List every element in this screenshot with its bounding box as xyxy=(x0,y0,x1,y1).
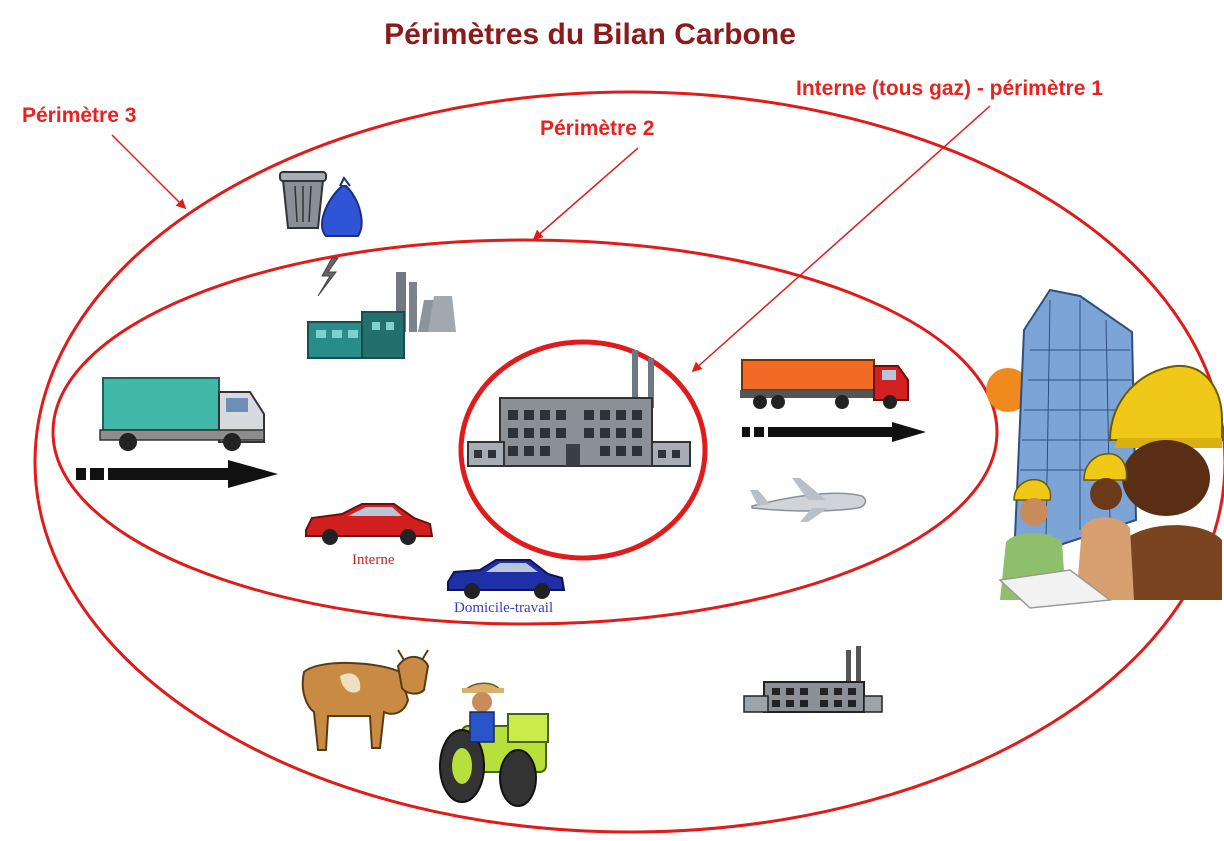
perimeter-2-ellipse xyxy=(51,238,999,626)
perimeter-2-leader-line xyxy=(532,147,639,240)
power-plant-icon xyxy=(307,272,456,359)
perimeter-1-label: Interne (tous gaz) - périmètre 1 xyxy=(796,77,1103,100)
airplane-icon xyxy=(750,478,867,522)
blue-car-caption: Domicile-travail xyxy=(454,600,553,616)
trash-bin-icon xyxy=(279,171,327,229)
perimeter-1-leader-line xyxy=(691,105,991,372)
workers-icon xyxy=(998,364,1223,609)
perimeter-1-ellipse xyxy=(458,339,708,561)
garbage-bag-icon xyxy=(321,176,363,237)
arrow-icon xyxy=(76,460,278,488)
perimeter-3-leader-line xyxy=(111,134,187,210)
small-factory-icon xyxy=(743,646,883,713)
blue-car-icon xyxy=(447,559,566,599)
arrow-icon xyxy=(742,422,926,442)
cow-icon xyxy=(301,649,430,751)
semi-truck-icon xyxy=(740,359,909,409)
lightning-icon xyxy=(317,257,339,297)
factory-icon xyxy=(467,350,691,467)
page-title: Périmètres du Bilan Carbone xyxy=(384,18,796,51)
perimeter-3-ellipse xyxy=(33,90,1224,834)
perimeter-2-label: Périmètre 2 xyxy=(540,117,654,140)
red-car-icon xyxy=(305,503,434,545)
farmer-icon xyxy=(462,682,504,743)
delivery-truck-icon xyxy=(99,377,265,451)
sun-icon xyxy=(986,368,1030,412)
red-car-caption: Interne xyxy=(352,552,395,568)
perimeter-3-label: Périmètre 3 xyxy=(22,104,136,127)
